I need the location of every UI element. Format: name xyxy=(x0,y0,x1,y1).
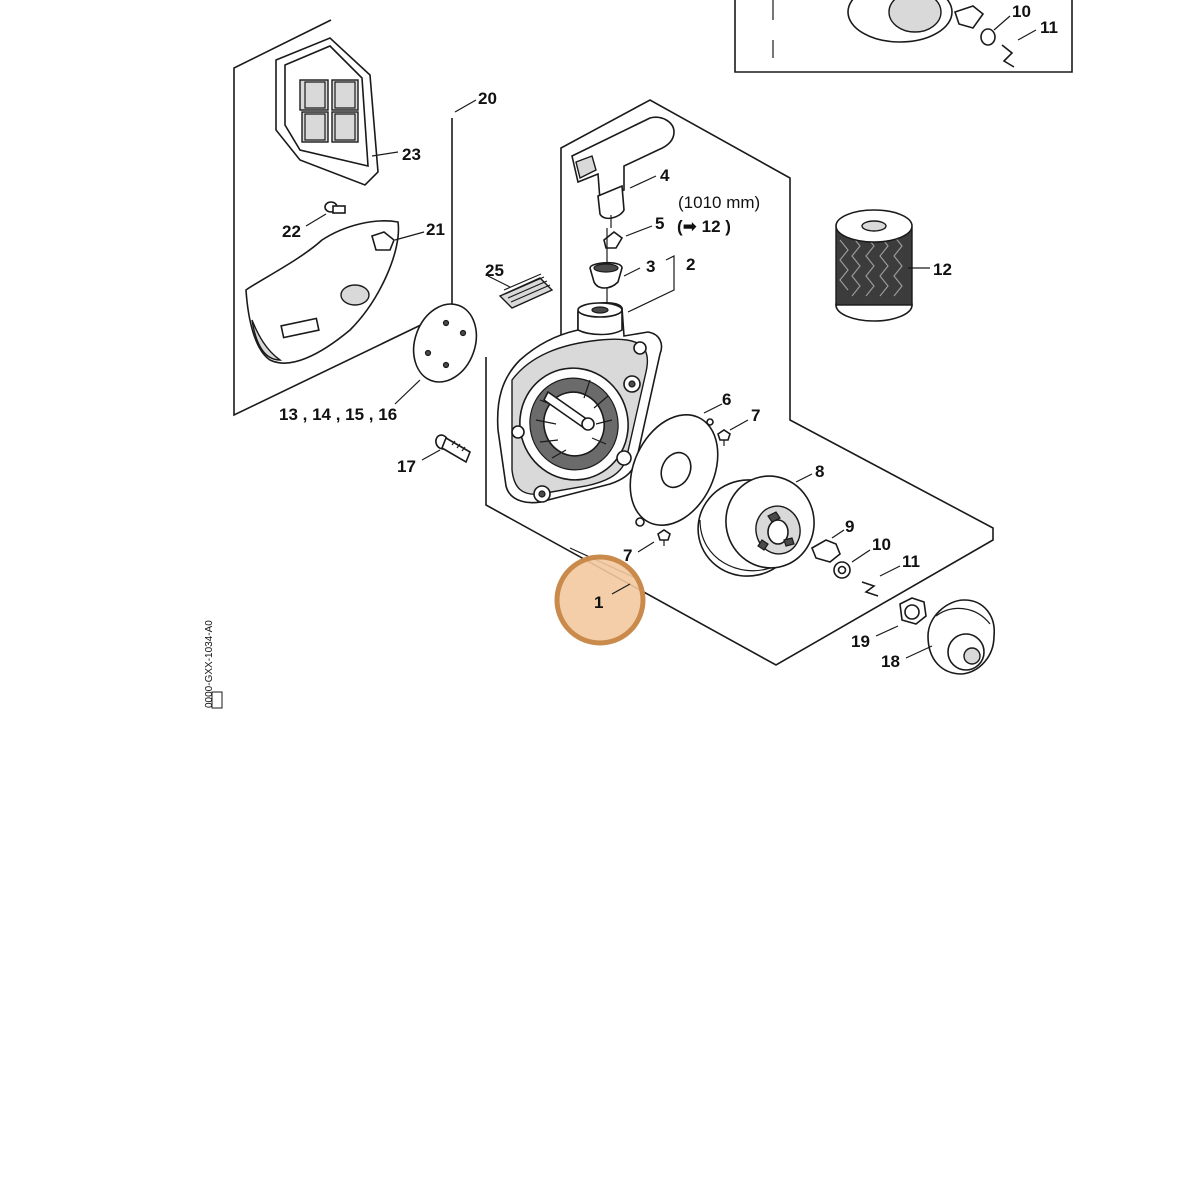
label-9[interactable]: 9 xyxy=(845,517,854,536)
starter-grip-4: 4 xyxy=(571,116,675,228)
screw-22 xyxy=(324,201,346,214)
air-filter-group: 20 23 22 21 13 , 14 , 15 , 16 xyxy=(233,19,497,424)
rope-rotor-8: 8 xyxy=(697,462,824,577)
label-4[interactable]: 4 xyxy=(660,166,670,185)
label-7-lower[interactable]: 7 xyxy=(623,546,632,565)
pawl-washer-spring-9-11: 9 10 11 xyxy=(810,517,920,597)
screw-17: 17 xyxy=(397,434,471,476)
rewind-spring-6: 6 xyxy=(629,390,731,527)
rope-length-note: (1010 mm) xyxy=(678,193,760,212)
label-2-bracket: 2 xyxy=(627,255,695,313)
label-18[interactable]: 18 xyxy=(881,652,900,671)
label-12[interactable]: 12 xyxy=(933,260,952,279)
drawing-code: 0000-GXX-1034-A0 xyxy=(204,620,215,708)
label-11[interactable]: 11 xyxy=(902,552,920,571)
label-23[interactable]: 23 xyxy=(402,145,421,164)
label-8[interactable]: 8 xyxy=(815,462,824,481)
highlight-marker-1[interactable]: 1 xyxy=(554,547,646,646)
filter-disc-13-16 xyxy=(412,303,478,383)
air-filter-element xyxy=(275,37,379,186)
label-22[interactable]: 22 xyxy=(282,222,301,241)
label-13-14-15-16[interactable]: 13 , 14 , 15 , 16 xyxy=(279,405,397,424)
rope-reference-note: (➡ 12 ) xyxy=(677,217,731,236)
starter-rope-spool-12: 12 xyxy=(835,209,952,322)
nut-and-cap-18-19: 19 18 xyxy=(851,597,995,675)
label-21[interactable]: 21 xyxy=(426,220,445,239)
label-3[interactable]: 3 xyxy=(646,257,655,276)
top-inset-label-11[interactable]: 11 xyxy=(1040,18,1058,37)
label-20[interactable]: 20 xyxy=(478,89,497,108)
label-10[interactable]: 10 xyxy=(872,535,891,554)
label-2[interactable]: 2 xyxy=(686,255,695,274)
rope-and-bushing-3-5: 5 3 (1010 mm) (➡ 12 ) xyxy=(589,193,760,312)
label-25[interactable]: 25 xyxy=(485,261,504,280)
label-17[interactable]: 17 xyxy=(397,457,416,476)
label-19[interactable]: 19 xyxy=(851,632,870,651)
side-drawing-code: 0000-GXX-1034-A0 xyxy=(204,620,223,709)
top-inset-label-10[interactable]: 10 xyxy=(1012,2,1031,21)
fan-housing-1 xyxy=(496,301,663,504)
top-inset-frame: 10 11 xyxy=(734,0,1073,73)
label-6[interactable]: 6 xyxy=(722,390,731,409)
label-5[interactable]: 5 xyxy=(655,214,664,233)
screws-7: 7 7 xyxy=(623,406,760,565)
mesh-screen-25: 25 xyxy=(485,261,554,309)
filter-cover-21 xyxy=(245,220,400,364)
label-1[interactable]: 1 xyxy=(594,593,603,612)
label-7-upper[interactable]: 7 xyxy=(751,406,760,425)
